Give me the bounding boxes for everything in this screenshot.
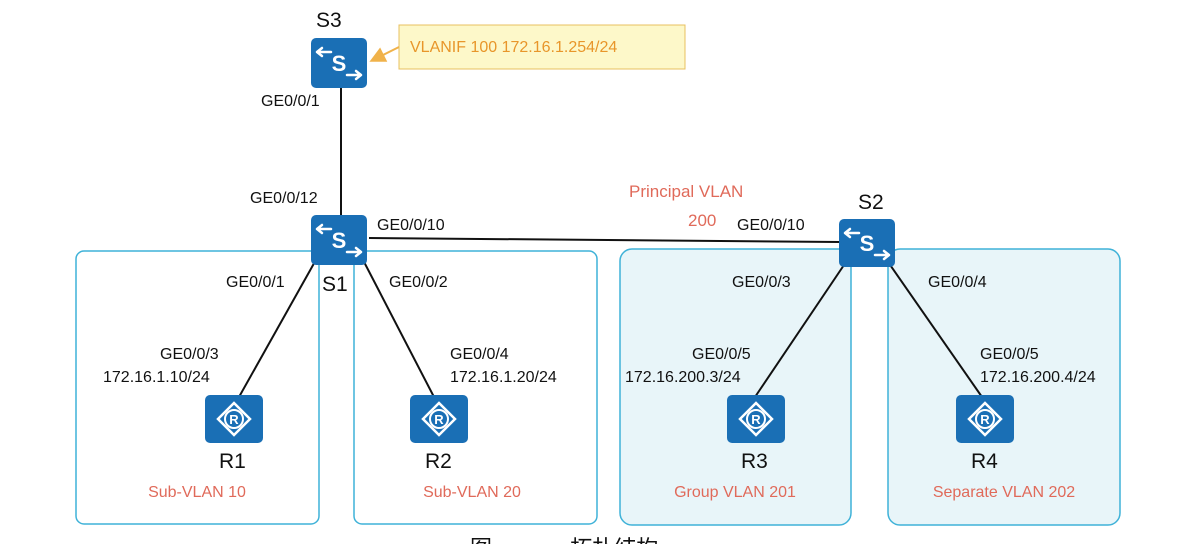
router-icon <box>205 395 263 443</box>
zone-label-sub-vlan-20: Sub-VLAN 20 <box>423 484 521 501</box>
vlanif-note-arrow <box>369 46 400 62</box>
zone-separate-vlan-202 <box>887 248 1121 526</box>
zone-sub-vlan-20 <box>353 250 598 525</box>
svg-text:S: S <box>332 51 347 76</box>
link-s1-r1 <box>238 257 318 398</box>
router-r1[interactable]: R <box>205 395 263 443</box>
router-r2[interactable]: R <box>410 395 468 443</box>
host-ip-r4: 172.16.200.4/24 <box>980 369 1096 386</box>
vlanif-note-text: VLANIF 100 172.16.1.254/24 <box>410 39 617 56</box>
device-label-s2: S2 <box>858 191 884 214</box>
svg-text:S: S <box>332 228 347 253</box>
port-label-s2-to-s1: GE0/0/10 <box>737 217 805 234</box>
router-icon <box>727 395 785 443</box>
device-label-r4: R4 <box>971 450 998 473</box>
host-port-r1: GE0/0/3 <box>160 346 219 363</box>
svg-text:R: R <box>229 412 239 427</box>
principal-vlan-label-line2: 200 <box>688 211 716 230</box>
device-label-r3: R3 <box>741 450 768 473</box>
device-label-r1: R1 <box>219 450 246 473</box>
svg-text:R: R <box>751 412 761 427</box>
port-label-s1-up: GE0/0/12 <box>250 190 318 207</box>
figure-caption: 图 ……… 拓扑结构 <box>470 536 658 544</box>
router-r4[interactable]: R <box>956 395 1014 443</box>
host-ip-r1: 172.16.1.10/24 <box>103 369 210 386</box>
router-r3[interactable]: R <box>727 395 785 443</box>
svg-text:R: R <box>980 412 990 427</box>
device-label-r2: R2 <box>425 450 452 473</box>
host-port-r3: GE0/0/5 <box>692 346 751 363</box>
port-label-s1-to-s2: GE0/0/10 <box>377 217 445 234</box>
host-ip-r2: 172.16.1.20/24 <box>450 369 557 386</box>
zone-sub-vlan-10 <box>75 250 320 525</box>
link-s1-s2 <box>368 237 841 243</box>
zone-label-separate-vlan-202: Separate VLAN 202 <box>933 484 1075 501</box>
router-icon <box>956 395 1014 443</box>
host-port-r2: GE0/0/4 <box>450 346 509 363</box>
router-icon <box>410 395 468 443</box>
port-label-s1-to-r1: GE0/0/1 <box>226 274 285 291</box>
port-label-s1-to-r2: GE0/0/2 <box>389 274 448 291</box>
switch-s3[interactable]: S <box>311 38 367 88</box>
host-ip-r3: 172.16.200.3/24 <box>625 369 741 386</box>
zone-label-sub-vlan-10: Sub-VLAN 10 <box>148 484 246 501</box>
link-s2-r4 <box>887 261 983 398</box>
port-label-s3-down: GE0/0/1 <box>261 93 320 110</box>
host-port-r4: GE0/0/5 <box>980 346 1039 363</box>
svg-text:R: R <box>434 412 444 427</box>
principal-vlan-label-line1: Principal VLAN <box>629 182 743 201</box>
zone-group-vlan-201 <box>619 248 852 526</box>
switch-s1[interactable]: S <box>311 215 367 265</box>
link-s2-r3 <box>754 261 847 398</box>
port-label-s2-to-r3: GE0/0/3 <box>732 274 791 291</box>
device-label-s1: S1 <box>322 273 348 296</box>
device-label-s3: S3 <box>316 9 342 32</box>
port-label-s2-to-r4: GE0/0/4 <box>928 274 987 291</box>
zone-label-group-vlan-201: Group VLAN 201 <box>674 484 796 501</box>
link-s1-r2 <box>361 257 435 398</box>
switch-s2[interactable]: S <box>839 219 895 267</box>
svg-text:S: S <box>860 231 875 256</box>
